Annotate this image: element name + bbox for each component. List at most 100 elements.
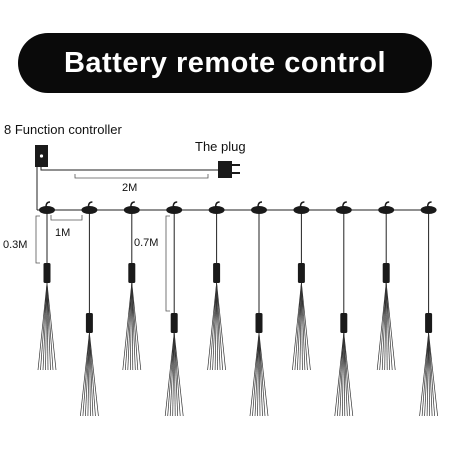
string-light — [207, 201, 226, 371]
hook-icon — [426, 201, 432, 208]
controller-label: 8 Function controller — [4, 122, 122, 137]
fiber-strand — [258, 332, 269, 417]
fiber-strand — [42, 282, 48, 371]
fiber-strand — [216, 282, 218, 371]
drop-length-bracket — [35, 215, 40, 264]
fiber-strand — [254, 332, 260, 417]
fiber-strand — [216, 282, 223, 371]
fiber-strand — [336, 332, 345, 417]
light-cap — [213, 263, 221, 283]
fiber-strand — [164, 332, 175, 417]
fiber-strand — [169, 332, 175, 417]
fiber-strand — [131, 282, 134, 371]
plug-icon — [218, 161, 240, 178]
fiber-strand — [301, 282, 308, 371]
banner-title: Battery remote control — [63, 47, 386, 79]
fiber-strand — [172, 332, 175, 417]
connector-bead — [208, 206, 225, 214]
fiber-strand — [297, 282, 302, 371]
fiber-strand — [89, 332, 96, 417]
fiber-strand — [343, 332, 354, 417]
light-cap — [297, 263, 305, 283]
fiber-strand — [46, 282, 54, 371]
fiber-strand — [421, 332, 429, 417]
fiber-strand — [82, 332, 90, 417]
long-drop-length-bracket — [165, 215, 170, 312]
title-banner: Battery remote control — [18, 33, 432, 93]
fiber-strand — [37, 282, 48, 371]
cable-length-label: 2M — [122, 182, 137, 194]
fiber-strand — [122, 282, 133, 371]
fiber-strand — [124, 282, 133, 371]
fiber-strand — [428, 332, 433, 417]
fiber-strand — [301, 282, 306, 371]
fiber-strand — [212, 282, 217, 371]
connector-bead — [123, 206, 140, 214]
fiber-strand — [80, 332, 90, 417]
string-light — [334, 201, 354, 417]
fiber-strand — [376, 282, 387, 371]
fiber-strand — [214, 282, 217, 371]
string-light — [37, 201, 57, 371]
hook-icon — [257, 201, 263, 208]
fiber-strand — [339, 332, 345, 417]
fiber-strand — [384, 282, 387, 371]
fiber-strand — [343, 332, 351, 417]
fiber-strand — [131, 282, 139, 371]
fiber-strand — [89, 332, 99, 417]
string-light — [419, 201, 438, 417]
controller-box — [35, 145, 48, 167]
fiber-strand — [173, 332, 184, 417]
fiber-strand — [87, 332, 90, 417]
fiber-strand — [334, 332, 345, 417]
fiber-strand — [209, 282, 217, 371]
fiber-strand — [292, 282, 302, 371]
fiber-strand — [381, 282, 387, 371]
fiber-strand — [46, 282, 57, 371]
spacing-label: 1M — [55, 227, 70, 239]
connector-bead — [166, 206, 183, 214]
plug-label: The plug — [195, 139, 246, 154]
light-cap — [170, 313, 178, 333]
fiber-strand — [428, 332, 435, 417]
connector-bead — [335, 206, 352, 214]
power-cable — [40, 167, 218, 171]
connector-bead — [39, 206, 55, 214]
fiber-strand — [46, 282, 49, 371]
fiber-strand — [173, 332, 176, 417]
fiber-strand — [129, 282, 133, 371]
hook-icon — [214, 201, 220, 208]
string-light — [249, 201, 269, 417]
connector-bead — [251, 206, 267, 214]
light-cap — [382, 263, 390, 283]
fiber-strand — [428, 332, 438, 417]
fiber-strand — [301, 282, 303, 371]
light-cap — [43, 263, 51, 283]
fiber-strand — [258, 332, 266, 417]
fiber-strand — [167, 332, 175, 417]
hook-icon — [87, 201, 93, 208]
string-light — [376, 201, 396, 371]
fiber-strand — [258, 332, 261, 417]
fiber-strand — [207, 282, 217, 371]
fiber-strand — [85, 332, 90, 417]
string-light — [292, 201, 311, 371]
fiber-strand — [385, 282, 393, 371]
hook-icon — [172, 201, 178, 208]
fiber-strand — [419, 332, 429, 417]
fiber-strand — [343, 332, 348, 417]
fiber-strand — [258, 332, 263, 417]
hook-icon — [342, 201, 347, 208]
long-drop-length-label: 0.7M — [134, 237, 158, 249]
light-cap — [425, 313, 433, 333]
string-light — [80, 201, 99, 417]
fiber-strand — [424, 332, 429, 417]
fiber-strand — [428, 332, 430, 417]
cable-length-bracket — [74, 174, 209, 179]
fiber-strand — [385, 282, 388, 371]
hook-icon — [384, 201, 390, 208]
string-light — [164, 201, 184, 417]
drop-length-label: 0.3M — [3, 239, 27, 251]
string-light — [122, 201, 142, 371]
fiber-strand — [385, 282, 391, 371]
